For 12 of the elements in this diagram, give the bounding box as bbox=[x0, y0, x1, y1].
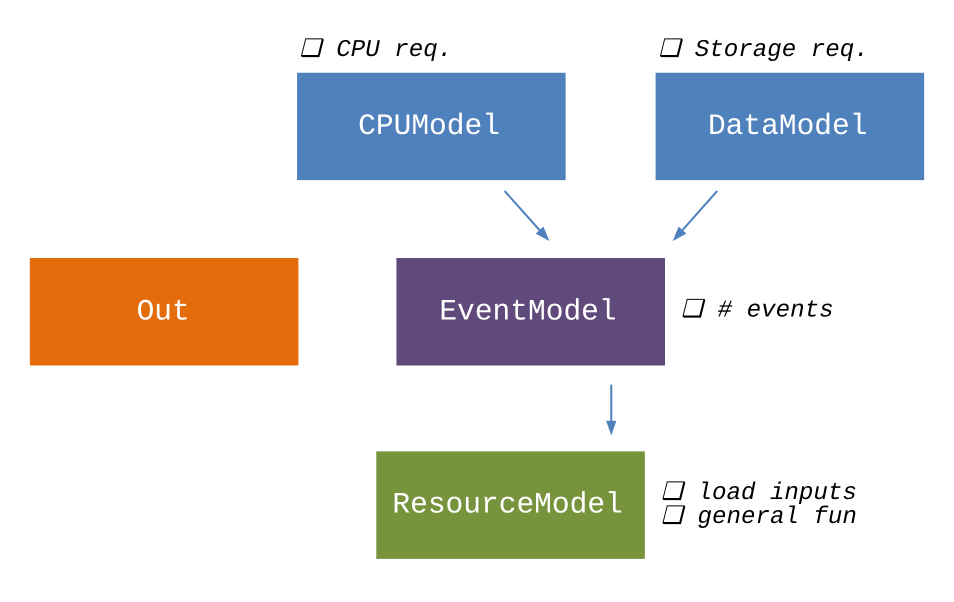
node-label: ❑ CPU req. bbox=[300, 36, 452, 64]
node-label: ❑ # events bbox=[681, 297, 834, 324]
node-box: ResourceModel bbox=[376, 451, 645, 559]
node-label: ❑ general fun bbox=[660, 504, 857, 532]
arrow bbox=[672, 190, 718, 242]
node-box: Out bbox=[30, 258, 298, 366]
node-label: ❑ Storage req. bbox=[658, 36, 869, 64]
arrow bbox=[504, 190, 550, 242]
node-box: EventModel bbox=[396, 258, 665, 366]
arrow bbox=[606, 384, 616, 436]
node-box: CPUModel bbox=[297, 72, 566, 180]
node-box: DataModel bbox=[656, 72, 924, 180]
